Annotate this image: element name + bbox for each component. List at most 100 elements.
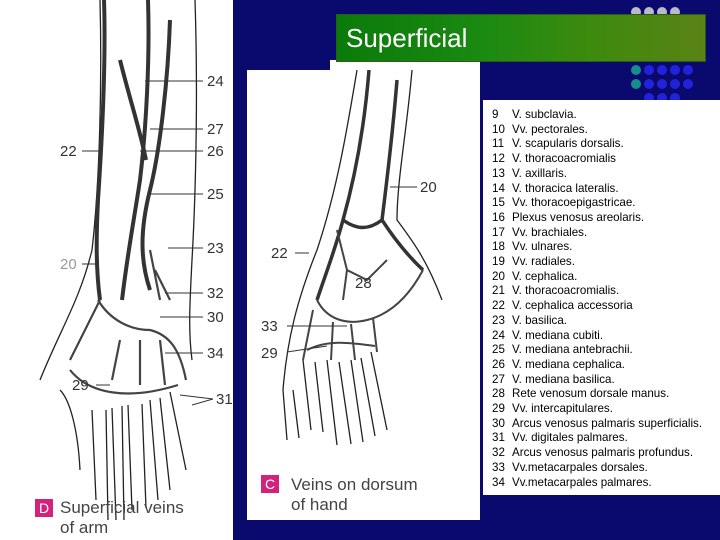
legend-item-number: 23 [492, 313, 505, 327]
legend-item-text: Vv. pectorales. [512, 122, 588, 136]
legend-item-text: Vv.metacarpales palmares. [512, 475, 652, 489]
legend-item: 20 V. cephalica. [492, 270, 720, 285]
legend-item-text: V. thoracoacromialis [512, 152, 616, 166]
slide-title: Superficial [346, 23, 468, 53]
legend-item: 23 V. basilica. [492, 314, 720, 329]
legend-item-number: 9 [492, 108, 499, 121]
hand-dorsum-illustration [282, 70, 443, 446]
legend-item-text: V. mediana cephalica. [512, 357, 626, 371]
legend-item-text: V. subclavia. [512, 108, 577, 121]
figure-c-leader-lines [286, 186, 417, 353]
callout-32: 32 [207, 285, 224, 302]
callout-22: 22 [271, 245, 288, 262]
legend-item: 26 V. mediana cephalica. [492, 358, 720, 373]
legend-item-number: 34 [492, 475, 505, 489]
legend-item-number: 26 [492, 357, 505, 371]
legend-item-text: V. thoracoacromialis. [512, 284, 620, 298]
callout-29: 29 [72, 377, 89, 394]
legend-item-number: 27 [492, 372, 505, 386]
legend-item-number: 29 [492, 402, 505, 416]
legend-item: 31 Vv. digitales palmares. [492, 431, 720, 446]
callout-20: 20 [60, 256, 77, 273]
legend-item-number: 17 [492, 225, 505, 239]
callout-33: 33 [261, 318, 278, 335]
legend-item-number: 14 [492, 181, 505, 195]
figure-d-caption-line2: of arm [60, 518, 109, 537]
callout-27: 27 [207, 121, 224, 138]
legend-item-text: V. axillaris. [512, 166, 567, 180]
legend-item-text: Vv.metacarpales dorsales. [512, 460, 648, 474]
legend-item-text: Vv. brachiales. [512, 225, 588, 239]
callout-34: 34 [207, 345, 224, 362]
figure-c-caption-line2: of hand [291, 495, 348, 514]
legend-item: 16 Plexus venosus areolaris. [492, 211, 720, 226]
legend-item-number: 15 [492, 196, 505, 210]
legend-item: 9 V. subclavia. [492, 108, 720, 123]
callout-25: 25 [207, 186, 224, 203]
legend-item-number: 30 [492, 416, 505, 430]
arm-veins-illustration [39, 0, 198, 521]
legend-item-text: V. mediana basilica. [512, 372, 615, 386]
legend-item: 15 Vv. thoracoepigastricae. [492, 196, 720, 211]
legend-item-text: Vv. ulnares. [512, 240, 573, 254]
legend-item-number: 19 [492, 255, 505, 269]
legend-item-text: V. mediana antebrachii. [512, 343, 633, 357]
callout-23: 23 [207, 240, 224, 257]
figure-d-caption-line1: Superficial veins [60, 498, 184, 517]
legend-item: 13 V. axillaris. [492, 167, 720, 182]
legend-item: 29 Vv. intercapitulares. [492, 402, 720, 417]
legend-item-text: Vv. thoracoepigastricae. [512, 196, 636, 210]
legend-item-text: Arcus venosus palmaris profundus. [512, 446, 694, 460]
legend-item-number: 21 [492, 284, 505, 298]
legend-item-number: 28 [492, 387, 505, 401]
legend-item-text: Arcus venosus palmaris superficialis. [512, 416, 703, 430]
legend-item: 21 V. thoracoacromialis. [492, 284, 720, 299]
legend-item-number: 22 [492, 299, 505, 313]
legend-item-text: Rete venosum dorsale manus. [512, 387, 670, 401]
callout-22: 22 [60, 143, 77, 160]
legend-item: 17 Vv. brachiales. [492, 226, 720, 241]
legend-item: 25 V. mediana antebrachii. [492, 343, 720, 358]
callout-29: 29 [261, 345, 278, 362]
legend-item: 22 V. cephalica accessoria [492, 299, 720, 314]
figure-c-panel: 20 22 28 33 29 C Veins on dorsum of hand [247, 70, 480, 520]
figure-c-panel-top [330, 60, 480, 72]
legend-item-text: Vv. intercapitulares. [512, 402, 613, 416]
legend-item-number: 24 [492, 328, 505, 342]
legend-item-text: Plexus venosus areolaris. [512, 210, 645, 224]
legend-item-text: V. basilica. [512, 313, 567, 327]
legend-item-number: 12 [492, 152, 505, 166]
legend-item: 33 Vv.metacarpales dorsales. [492, 461, 720, 476]
callout-31: 31 [216, 391, 233, 408]
legend-item-text: Vv. digitales palmares. [512, 431, 628, 445]
legend-item-text: V. cephalica accessoria [512, 299, 633, 313]
figure-c-badge: C [261, 475, 279, 493]
slide-title-box: Superficial [336, 14, 706, 62]
legend-item-text: V. cephalica. [512, 269, 578, 283]
callout-26: 26 [207, 143, 224, 160]
legend-item: 30 Arcus venosus palmaris superficialis. [492, 417, 720, 432]
legend-item-number: 10 [492, 122, 505, 136]
legend-item-number: 20 [492, 269, 505, 283]
callout-30: 30 [207, 309, 224, 326]
legend-item-number: 13 [492, 166, 505, 180]
legend-item-number: 25 [492, 343, 505, 357]
legend-item-number: 16 [492, 210, 505, 224]
figure-d-panel: 24 27 22 26 25 23 20 32 30 34 29 31 D Su… [0, 0, 233, 540]
figure-d-badge: D [35, 499, 53, 517]
legend-item-number: 31 [492, 431, 505, 445]
legend-item: 24 V. mediana cubiti. [492, 329, 720, 344]
legend-item-text: V. scapularis dorsalis. [512, 137, 624, 151]
legend-item: 12 V. thoracoacromialis [492, 152, 720, 167]
legend-item-number: 33 [492, 460, 505, 474]
legend-item: 27 V. mediana basilica. [492, 373, 720, 388]
legend-item-text: V. mediana cubiti. [512, 328, 604, 342]
legend-item: 34 Vv.metacarpales palmares. [492, 476, 720, 491]
